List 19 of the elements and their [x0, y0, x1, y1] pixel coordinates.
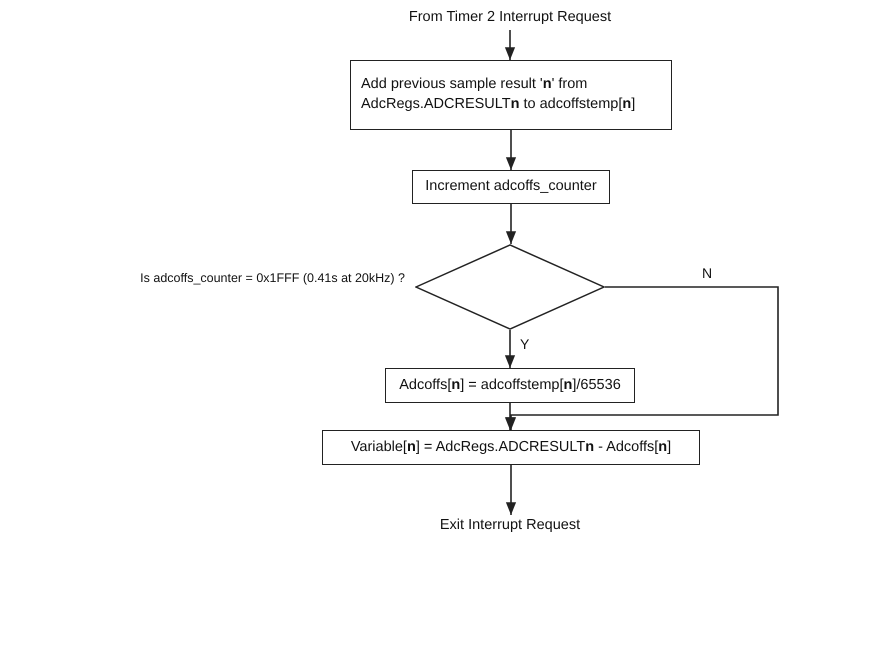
node-text: Variable[n] = AdcRegs.ADCRESULTn - Adcoffs[n]: [350, 438, 672, 457]
arrow: [506, 465, 516, 515]
process-box: [412, 170, 610, 204]
decision-question: Is adcoffs_counter = 0x1FFF (0.41s at 20kHz) ?: [140, 271, 405, 285]
arrow: [506, 130, 516, 170]
arrow: [504, 403, 516, 430]
arrow: [504, 30, 516, 60]
edge-label: Y: [518, 336, 532, 352]
arrow: [506, 204, 516, 244]
node-text: Add previous sample result 'n' from AdcRegs.ADCRESULTn to adcoffstemp[n]: [361, 75, 636, 114]
node-text: Adcoffs[n] = adcoffstemp[n]/65536: [399, 376, 621, 395]
node-text: Exit Interrupt Request: [440, 516, 580, 536]
arrow: [504, 330, 516, 368]
decision-diamond: [415, 244, 605, 330]
process-box: [385, 368, 635, 403]
process-box: [350, 60, 672, 130]
node-text: Increment adcoffs_counter: [425, 177, 597, 196]
process-box: [322, 430, 700, 465]
node-text: From Timer 2 Interrupt Request: [408, 8, 612, 28]
